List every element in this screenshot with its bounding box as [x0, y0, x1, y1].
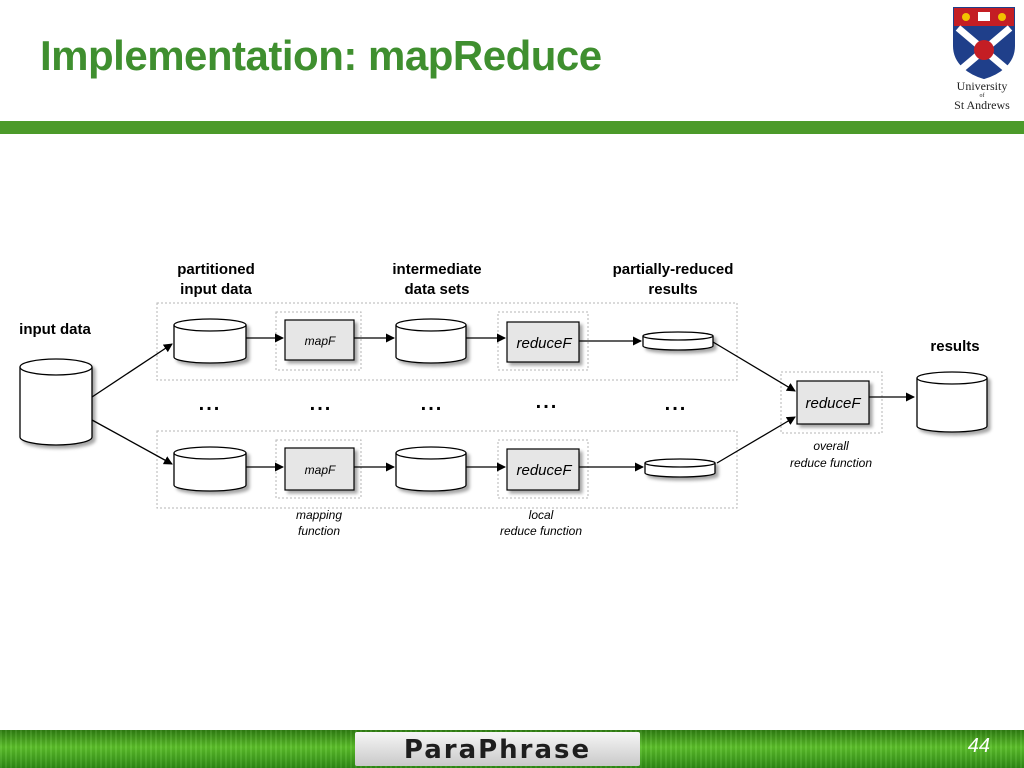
- upper-lane-frame: [156, 302, 738, 381]
- ellipsis-5: ...: [665, 393, 688, 415]
- reducef-box-overall: [796, 380, 870, 425]
- paraphrase-logo: ParaPhrase: [355, 732, 640, 766]
- reducef-label-lower: reduceF: [516, 462, 572, 479]
- arrow-input-to-lower: [91, 419, 173, 465]
- input-data-label: input data: [19, 321, 91, 338]
- reducef-box-upper: [506, 321, 580, 363]
- paraphrase-logo-text: ParaPhrase: [403, 735, 592, 765]
- overall-caption-line1: overall: [813, 439, 849, 453]
- intermediate-cylinder-upper-icon: [395, 318, 467, 364]
- reducef-label-overall: reduceF: [805, 395, 861, 412]
- university-line-2: of: [979, 92, 985, 99]
- mapf-label-lower: mapF: [305, 463, 336, 477]
- title-divider: [0, 121, 1024, 134]
- intermediate-label-line1: intermediate: [392, 261, 481, 278]
- arrow-input-to-upper: [91, 343, 173, 398]
- mapf-box-upper: [284, 319, 355, 361]
- reduce-frame-upper: [497, 311, 589, 371]
- intermediate-label-line2: data sets: [404, 281, 469, 298]
- ellipsis-1: ...: [199, 393, 222, 415]
- arrow-partial-lower-to-overall: [716, 416, 796, 464]
- university-crest-icon: [953, 7, 1015, 80]
- intermediate-cylinder-lower-icon: [395, 446, 467, 492]
- reducef-box-lower: [506, 448, 580, 491]
- reduce-frame-lower: [497, 439, 589, 499]
- local-caption-line1: local: [529, 508, 554, 522]
- university-wordmark: University of St Andrews: [940, 80, 1024, 111]
- results-label: results: [930, 338, 979, 355]
- page-title: Implementation: mapReduce: [40, 32, 602, 79]
- footer-banner: ParaPhrase 44: [0, 730, 1024, 768]
- partition-cylinder-lower-icon: [173, 446, 247, 492]
- input-data-cylinder-icon: [19, 358, 93, 446]
- overall-caption-line2: reduce function: [790, 456, 872, 470]
- partitioned-label-line1: partitioned: [177, 261, 255, 278]
- arrow-partial-upper-to-overall: [712, 341, 796, 392]
- lower-lane-frame: [156, 430, 738, 509]
- local-caption-line2: reduce function: [500, 524, 582, 538]
- university-line-1: University: [956, 79, 1008, 93]
- partition-cylinder-upper-icon: [173, 318, 247, 364]
- partial-result-cylinder-upper-icon: [642, 331, 714, 351]
- partially-reduced-label-line1: partially-reduced: [613, 261, 734, 278]
- mapping-caption-line1: mapping: [296, 508, 342, 522]
- partitioned-label-line2: input data: [180, 281, 252, 298]
- ellipsis-4: ...: [536, 391, 559, 413]
- results-cylinder-icon: [916, 371, 988, 433]
- ellipsis-2: ...: [310, 393, 333, 415]
- page-number: 44: [967, 735, 990, 757]
- university-line-3: St Andrews: [954, 97, 1010, 112]
- mapf-box-lower: [284, 447, 355, 491]
- reducef-label-upper: reduceF: [516, 335, 572, 352]
- mapf-label-upper: mapF: [305, 334, 336, 348]
- mapping-caption-line2: function: [298, 524, 340, 538]
- partially-reduced-label-line2: results: [648, 281, 697, 298]
- overall-reduce-frame: [780, 371, 883, 434]
- partial-result-cylinder-lower-icon: [644, 458, 716, 478]
- flow-arrows: [91, 333, 915, 472]
- ellipsis-3: ...: [421, 393, 444, 415]
